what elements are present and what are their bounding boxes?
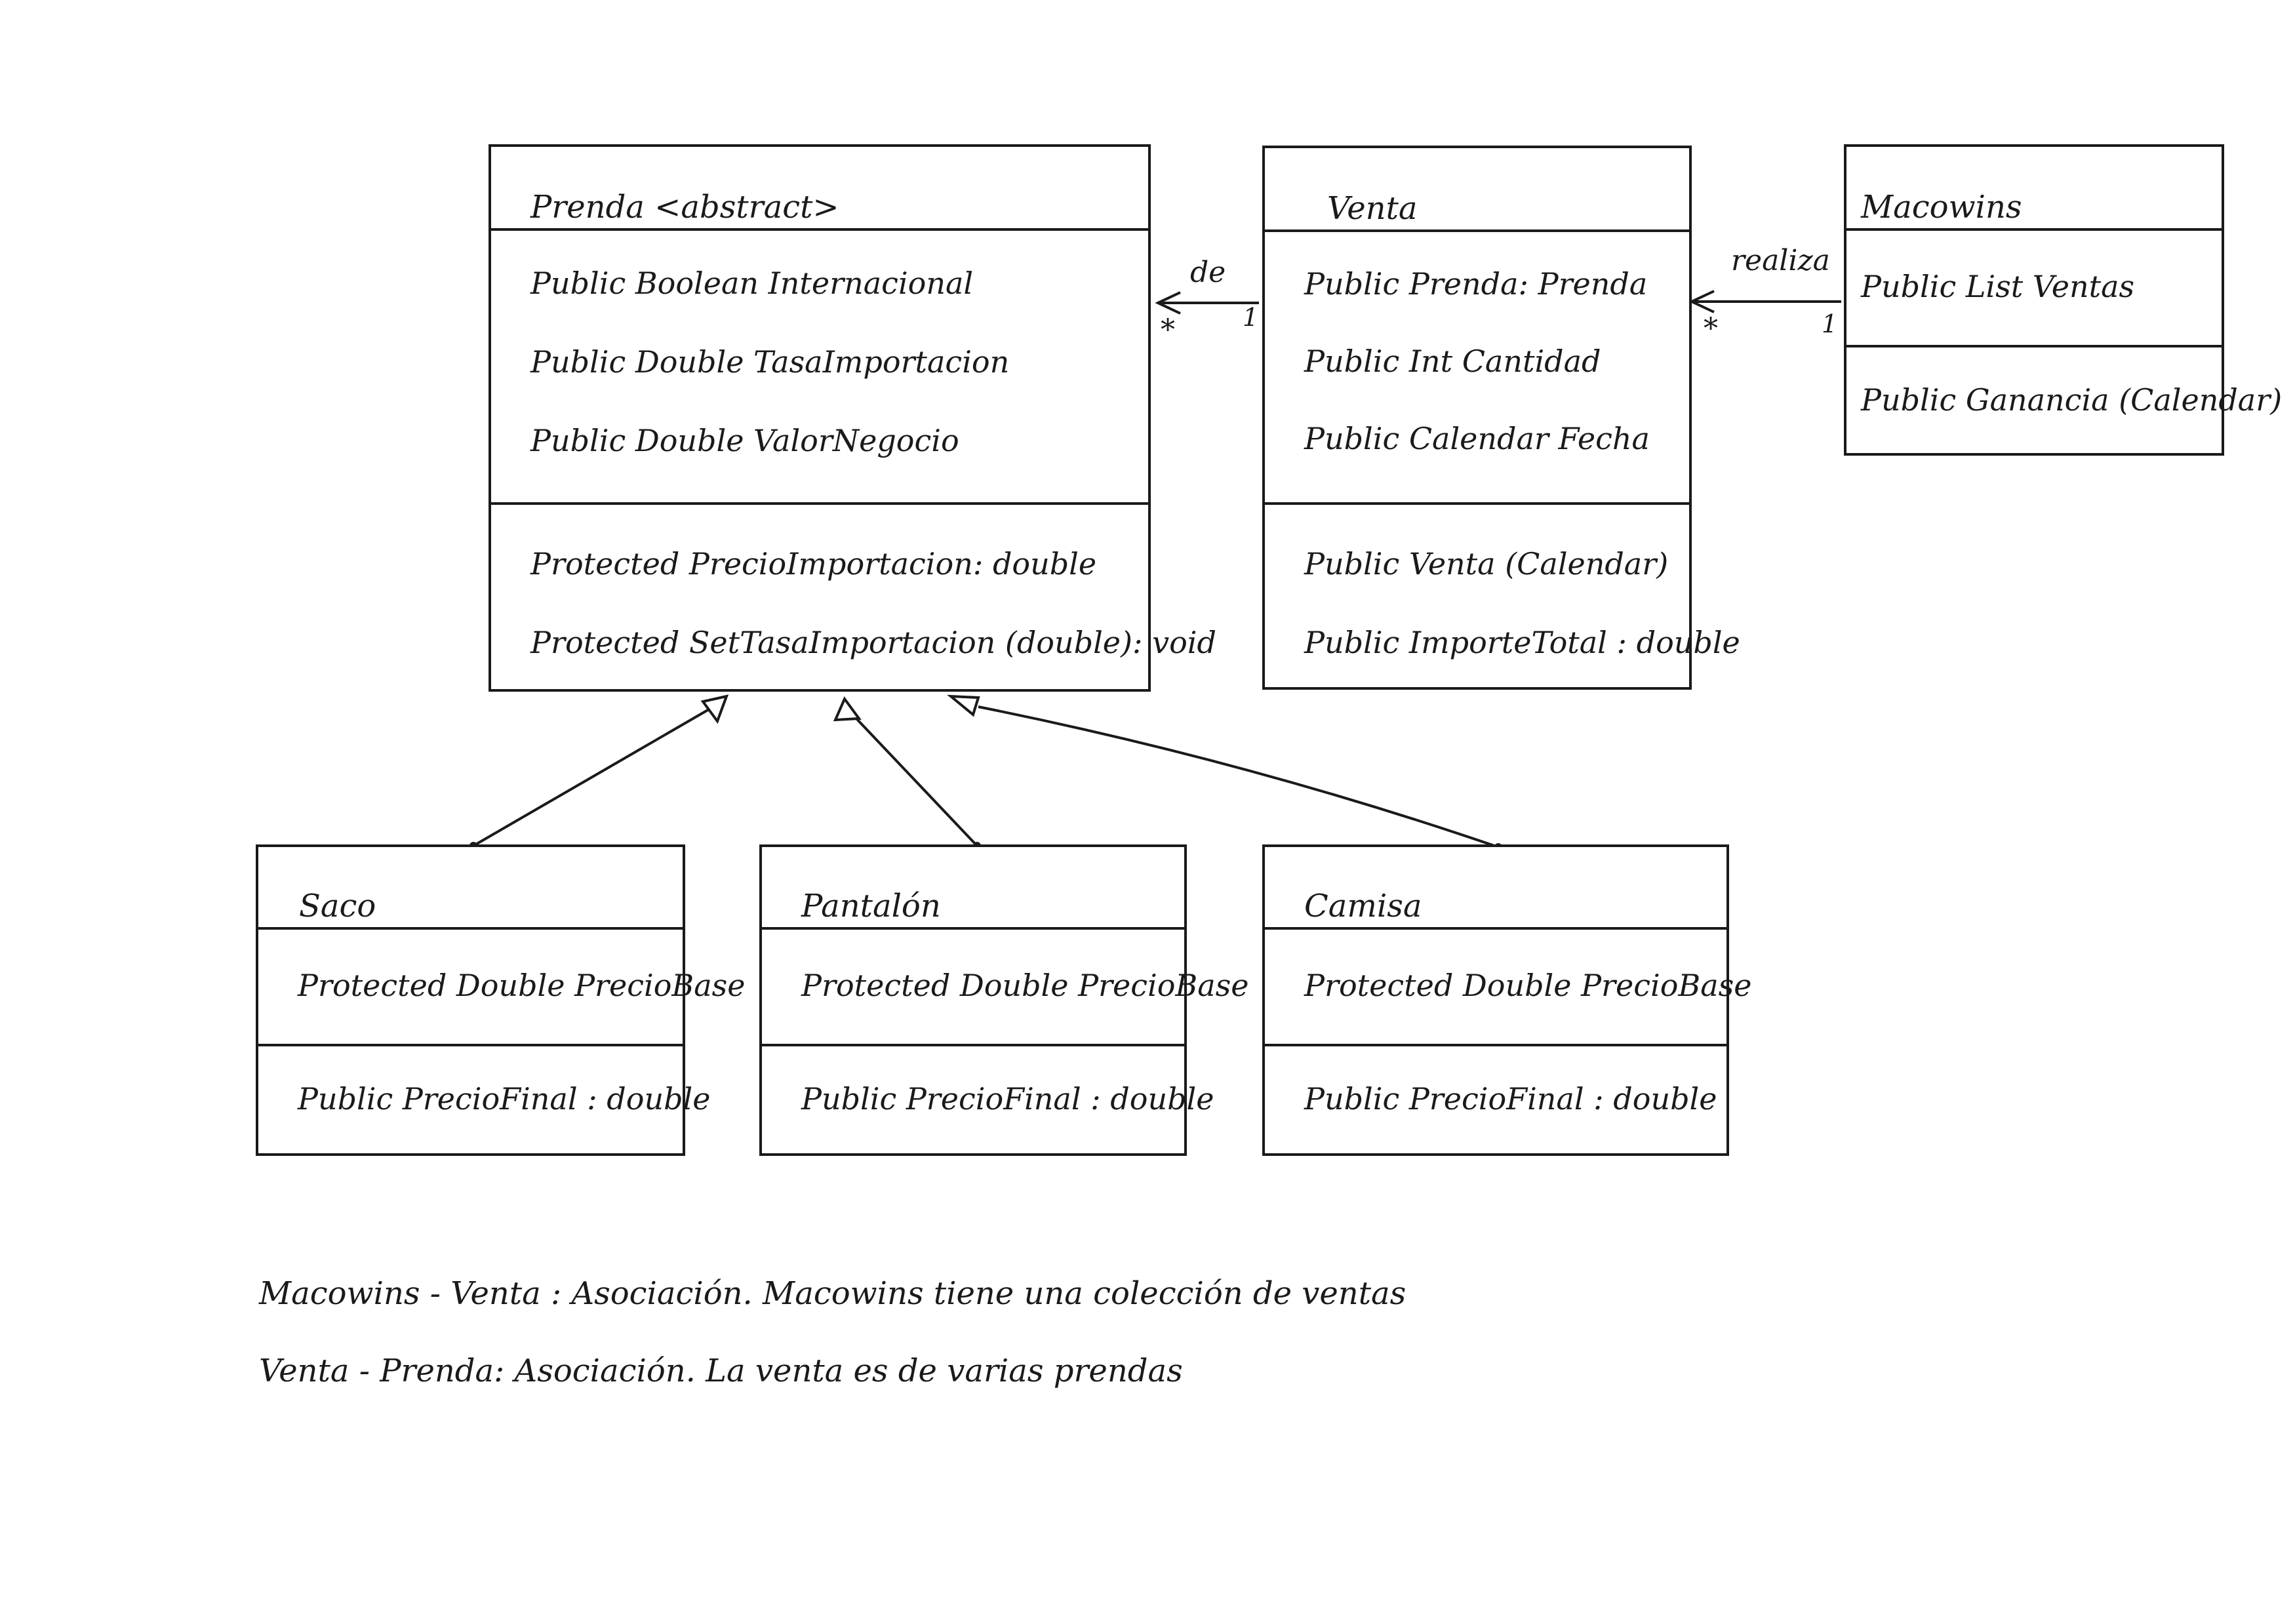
class-name-prenda: Prenda <abstract> [530,189,839,226]
attribute-row: Public Prenda: Prenda [1304,266,1648,302]
methods-prenda: Protected PrecioImportacion: double Prot… [491,502,1216,689]
attributes-pantalon: Protected Double PrecioBase [762,927,1249,1044]
multiplicity-macowins-venta-source: 1 [1822,309,1838,338]
attributes-prenda: Public Boolean Internacional Public Doub… [491,228,1148,502]
multiplicity-venta-prenda-source: 1 [1243,303,1259,332]
note-line: Venta - Prenda: Asociación. La venta es … [259,1353,1183,1389]
attribute-row: Public Double TasaImportacion [530,344,1010,380]
class-name-macowins: Macowins [1861,189,2022,226]
attributes-camisa: Protected Double PrecioBase [1265,927,1752,1044]
methods-camisa: Public PrecioFinal : double [1265,1044,1726,1153]
method-row: Protected PrecioImportacion: double [530,546,1097,582]
class-macowins: Macowins Public List Ventas Public Ganan… [1844,144,2283,456]
method-row: Protected SetTasaImportacion (double): v… [530,625,1216,660]
method-row: Public PrecioFinal : double [1304,1081,1717,1117]
multiplicity-venta-prenda-target: * [1161,313,1175,347]
class-name-camisa: Camisa [1304,888,1422,924]
association-arrowhead-macowins-venta [1688,290,1715,313]
attributes-saco: Protected Double PrecioBase [258,927,746,1044]
method-row: Public ImporteTotal : double [1304,625,1740,660]
class-venta: Venta Public Prenda: Prenda Public Int C… [1262,146,1740,690]
association-label-de: de [1190,256,1226,289]
method-row: Public PrecioFinal : double [801,1081,1214,1117]
attribute-row: Public Int Cantidad [1304,344,1601,379]
methods-venta: Public Venta (Calendar) Public ImporteTo… [1265,502,1740,687]
methods-macowins: Public Ganancia (Calendar) [1846,345,2283,453]
class-prenda: Prenda <abstract> Public Boolean Interna… [489,144,1216,692]
attribute-row: Protected Double PrecioBase [298,968,746,1003]
inheritance-triangle-pantalon [833,696,862,722]
attribute-row: Public List Ventas [1861,269,2135,304]
class-camisa: Camisa Protected Double PrecioBase Publi… [1262,844,1752,1156]
class-pantalon: Pantalón Protected Double PrecioBase Pub… [759,844,1249,1156]
inheritance-line-pantalon [855,717,978,847]
methods-pantalon: Public PrecioFinal : double [762,1044,1214,1153]
attribute-row: Protected Double PrecioBase [1304,968,1752,1003]
attribute-row: Public Boolean Internacional [530,266,974,301]
methods-saco: Public PrecioFinal : double [258,1044,711,1153]
inheritance-line-camisa [978,705,1499,848]
inheritance-line-saco [472,705,715,847]
note-line: Macowins - Venta : Asociación. Macowins … [259,1275,1407,1312]
class-name-pantalon: Pantalón [801,888,941,924]
attributes-macowins: Public List Ventas [1846,228,2222,345]
method-row: Public Ganancia (Calendar) [1861,382,2283,418]
attribute-row: Protected Double PrecioBase [801,968,1249,1003]
attribute-row: Public Calendar Fecha [1304,421,1650,456]
method-row: Public PrecioFinal : double [298,1081,711,1117]
class-saco: Saco Protected Double PrecioBase Public … [256,844,746,1156]
multiplicity-macowins-venta-target: * [1704,312,1718,346]
class-name-venta: Venta [1327,190,1418,227]
inheritance-triangle-camisa [947,694,980,717]
association-arrowhead-venta-prenda [1155,291,1181,315]
association-label-realiza: realiza [1731,244,1830,277]
attributes-venta: Public Prenda: Prenda Public Int Cantida… [1265,229,1689,502]
method-row: Public Venta (Calendar) [1304,546,1669,582]
class-name-saco: Saco [299,888,376,924]
inheritance-triangle-saco [700,694,729,724]
attribute-row: Public Double ValorNegocio [530,423,959,458]
